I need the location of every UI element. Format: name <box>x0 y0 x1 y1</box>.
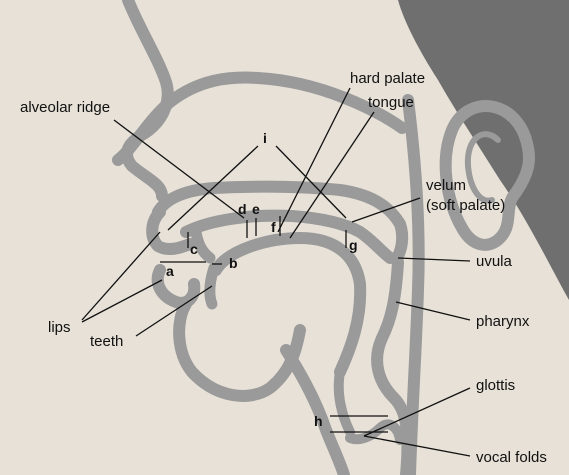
nasal-cavity <box>118 78 402 160</box>
letter-d: d <box>238 201 247 217</box>
uvula-leader <box>398 258 470 261</box>
uvula-label: uvula <box>476 253 513 270</box>
face-profile <box>127 0 168 196</box>
lips-leader-lower <box>82 280 162 322</box>
lips-leader-upper <box>82 232 160 320</box>
letter-a: a <box>166 263 174 279</box>
teeth-label: teeth <box>90 333 123 350</box>
lips-label: lips <box>48 319 71 336</box>
letter-h: h <box>314 413 323 429</box>
soft-palate-label: (soft palate) <box>426 197 505 214</box>
letter-i: i <box>263 130 267 146</box>
letter-c: c <box>190 241 198 257</box>
letter-e: e <box>252 201 260 217</box>
epiglottis <box>339 372 350 432</box>
hard-palate-label: hard palate <box>350 70 425 87</box>
alveolar-ridge-label: alveolar ridge <box>20 99 110 116</box>
velum-label: velum <box>426 177 466 194</box>
upper-teeth <box>196 232 210 258</box>
tongue-label: tongue <box>368 94 414 111</box>
letter-f: f <box>271 219 276 235</box>
letter-b: b <box>229 255 238 271</box>
letter-g: g <box>349 237 358 253</box>
lower-lip <box>158 270 195 303</box>
pharynx-label: pharynx <box>476 313 530 330</box>
vocal-folds-label: vocal folds <box>476 449 547 466</box>
pharynx-leader <box>396 302 470 320</box>
glottis-label: glottis <box>476 377 515 394</box>
